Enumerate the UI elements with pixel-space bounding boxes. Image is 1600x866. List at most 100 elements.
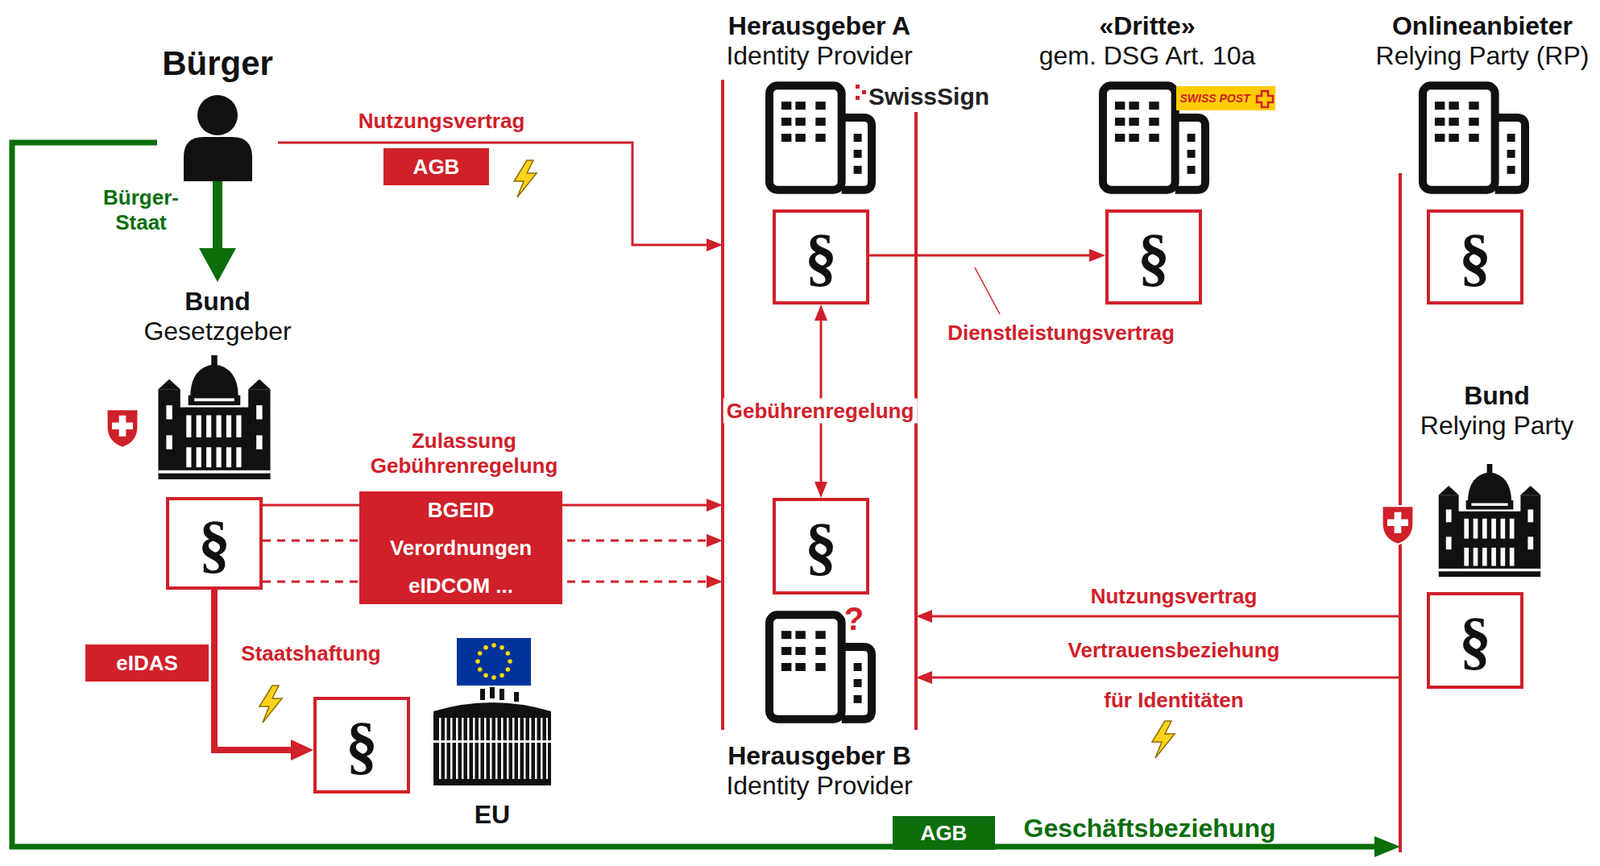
node-text: Relying Party — [1400, 410, 1594, 441]
node-text: eIDAS — [116, 650, 179, 676]
law-box: § — [165, 497, 263, 590]
text-group: «Dritte»gem. DSG Art. 10a — [1034, 11, 1261, 71]
node-text: Bund — [112, 286, 323, 317]
node-text: § — [1459, 608, 1492, 673]
law-box: § — [1426, 592, 1524, 689]
node-text: § — [804, 513, 838, 579]
law-box: § — [313, 696, 411, 794]
node-text: «Dritte» — [1034, 11, 1261, 42]
node-text: BGEID — [427, 497, 494, 523]
node-text: Identity Provider — [722, 41, 917, 71]
text-group: § — [316, 700, 407, 791]
text-group: § — [1430, 595, 1521, 686]
lightning-bolt — [1152, 721, 1175, 759]
connector — [869, 254, 1091, 257]
free-label: für Identitäten — [1103, 688, 1244, 713]
entity-region: Bürger — [157, 44, 278, 182]
node-text: Onlineanbieter — [1369, 11, 1596, 42]
edge-label: Nutzungsvertrag — [1090, 584, 1258, 610]
law-box: § — [772, 209, 870, 305]
swisssign-dots — [855, 84, 867, 100]
text-group: § — [169, 500, 260, 587]
lightning-bolt — [259, 685, 282, 723]
node-text: EU — [433, 800, 552, 830]
entity-region: «Dritte»gem. DSG Art. 10a § — [1034, 6, 1261, 315]
node-text: § — [1137, 224, 1170, 290]
node-text: Herausgeber A — [722, 11, 917, 42]
connector — [277, 142, 709, 245]
edge-label: Staatshaftung — [240, 641, 381, 667]
node-text: § — [804, 224, 838, 290]
connector — [12, 142, 1377, 847]
leader-line — [974, 267, 1000, 315]
edge-label: Zulassung Gebührenregelung — [351, 428, 577, 479]
office-building — [1422, 85, 1526, 191]
node-text: Bürger — [157, 44, 278, 83]
connector — [214, 589, 293, 751]
office-building — [769, 85, 872, 191]
entity-region: Herausgeber AIdentity Provider § — [722, 6, 917, 313]
edge-label: Geschäftsbeziehung — [1023, 813, 1277, 843]
text-group: Herausgeber BIdentity Provider — [722, 741, 917, 801]
node-text: AGB — [413, 154, 461, 179]
parliament-building — [1438, 464, 1541, 577]
node-text: gem. DSG Art. 10a — [1034, 41, 1261, 71]
edge-label: Bürger-Staat — [96, 185, 186, 236]
swiss-post-logo — [1176, 86, 1276, 111]
red-tag: AGB — [383, 148, 490, 186]
text-group: Bürger — [157, 44, 278, 83]
red-tag: eIDAS — [85, 644, 209, 682]
node-text: § — [345, 712, 378, 778]
law-box: § — [1426, 209, 1524, 305]
text-group: OnlineanbieterRelying Party (RP) — [1369, 11, 1596, 71]
node-text: Herausgeber B — [722, 741, 917, 771]
text-group: EU — [433, 800, 552, 830]
entity-region: OnlineanbieterRelying Party (RP) § — [1369, 6, 1596, 315]
edge-label: Dienstleistungsvertrag — [947, 320, 1175, 346]
text-group: AGB — [383, 148, 490, 186]
eu-parliament — [433, 687, 552, 786]
law-box: § — [772, 497, 870, 595]
green-tag: AGB — [892, 816, 995, 850]
text-group: Herausgeber AIdentity Provider — [722, 11, 917, 71]
node-text: § — [198, 511, 231, 577]
node-text: § — [1459, 224, 1492, 290]
connector — [212, 181, 223, 250]
edge-label: Gebührenregelung — [723, 398, 918, 424]
node-text: eIDCOM ... — [408, 573, 514, 598]
swiss-shield — [1382, 505, 1414, 545]
text-group: eIDAS — [85, 644, 209, 682]
node-text: Gesetzgeber — [112, 316, 323, 347]
node-text: Identity Provider — [722, 770, 917, 801]
text-group: § — [775, 212, 867, 302]
free-label: SWISS POST — [1179, 91, 1250, 106]
free-label: ? — [844, 601, 864, 637]
node-text: Verordnungen — [389, 535, 532, 560]
text-group: BundGesetzgeber — [112, 286, 323, 347]
eu-flag — [456, 638, 531, 686]
parliament-building — [157, 355, 270, 480]
swiss-shield — [107, 409, 139, 448]
entity-region: Herausgeber BIdentity Provider § — [722, 483, 917, 806]
node-text: Relying Party (RP) — [1369, 41, 1596, 71]
text-group: AGB — [892, 816, 995, 850]
person-icon — [183, 95, 253, 182]
entity-region: BundGesetzgeber § — [112, 281, 323, 597]
text-group: § — [1108, 212, 1199, 302]
entity-region: BundRelying Party § — [1400, 378, 1594, 854]
connector — [930, 676, 1401, 680]
edge-label: Nutzungsvertrag — [358, 108, 526, 134]
node-text: Bund — [1400, 381, 1594, 411]
text-group: BGEID Verordnungen eIDCOM ... — [359, 491, 563, 605]
law-box: § — [1105, 209, 1203, 305]
edge-label: Vertrauensbeziehung — [1068, 638, 1281, 664]
lightning-bolt — [513, 160, 537, 198]
text-group: BundRelying Party — [1400, 381, 1594, 441]
text-group: § — [775, 501, 867, 592]
